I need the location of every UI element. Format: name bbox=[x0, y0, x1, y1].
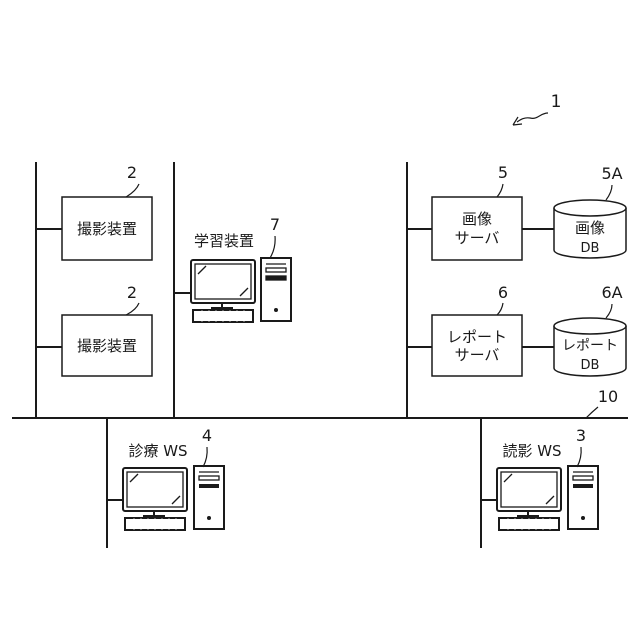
system-ref-label: 1 bbox=[551, 92, 562, 112]
monitor-icon bbox=[191, 260, 255, 303]
tower-icon bbox=[568, 466, 598, 529]
learning-device-label: 学習装置 bbox=[194, 232, 254, 250]
keyboard-icon bbox=[499, 518, 559, 530]
imaging-device-2-label: 撮影装置 bbox=[77, 337, 137, 355]
report-db-label-line1: レポート bbox=[562, 338, 618, 354]
image-server-label-line2: サーバ bbox=[455, 229, 500, 247]
image-db-label-line1: 画像 bbox=[575, 219, 605, 237]
learning-device-ref: 7 bbox=[270, 215, 280, 234]
report-db-label-line2: DB bbox=[581, 358, 600, 373]
image-server: 画像 サーバ 5 bbox=[432, 163, 522, 260]
monitor-icon bbox=[497, 468, 561, 511]
image-db-label-line2: DB bbox=[581, 241, 600, 256]
report-db: レポート DB 6A bbox=[554, 283, 626, 376]
network-ref-label: 10 bbox=[598, 387, 618, 406]
image-server-ref: 5 bbox=[498, 163, 508, 182]
reading-ws-computer bbox=[497, 466, 598, 530]
monitor-icon bbox=[123, 468, 187, 511]
imaging-device-1: 撮影装置 2 bbox=[62, 163, 152, 260]
imaging-device-1-label: 撮影装置 bbox=[77, 220, 137, 238]
report-db-ref: 6A bbox=[601, 283, 622, 302]
reading-ws-leader bbox=[577, 447, 581, 467]
keyboard-icon bbox=[125, 518, 185, 530]
diagnosis-ws-ref: 4 bbox=[202, 426, 212, 445]
report-server-ref: 6 bbox=[498, 283, 508, 302]
learning-device-leader bbox=[270, 236, 275, 258]
report-server-label-line1: レポート bbox=[447, 328, 507, 346]
diagnosis-ws-label: 診療 WS bbox=[128, 442, 187, 460]
diagnosis-ws-computer bbox=[123, 466, 224, 530]
reading-ws-label: 読影 WS bbox=[502, 442, 561, 460]
network-ref-leader bbox=[586, 407, 598, 418]
learning-device-computer bbox=[191, 258, 291, 322]
tower-icon bbox=[261, 258, 291, 321]
imaging-device-1-ref: 2 bbox=[127, 163, 137, 182]
imaging-device-2: 撮影装置 2 bbox=[62, 283, 152, 376]
image-db: 画像 DB 5A bbox=[554, 164, 626, 258]
keyboard-icon bbox=[193, 310, 253, 322]
image-db-ref: 5A bbox=[601, 164, 622, 183]
reading-ws-ref: 3 bbox=[576, 426, 586, 445]
image-server-label-line1: 画像 bbox=[462, 210, 492, 228]
system-ref-leader bbox=[517, 113, 548, 122]
report-server: レポート サーバ 6 bbox=[432, 283, 522, 376]
report-server-label-line2: サーバ bbox=[455, 346, 500, 364]
diagnosis-ws-leader bbox=[203, 447, 207, 467]
imaging-device-2-ref: 2 bbox=[127, 283, 137, 302]
tower-icon bbox=[194, 466, 224, 529]
